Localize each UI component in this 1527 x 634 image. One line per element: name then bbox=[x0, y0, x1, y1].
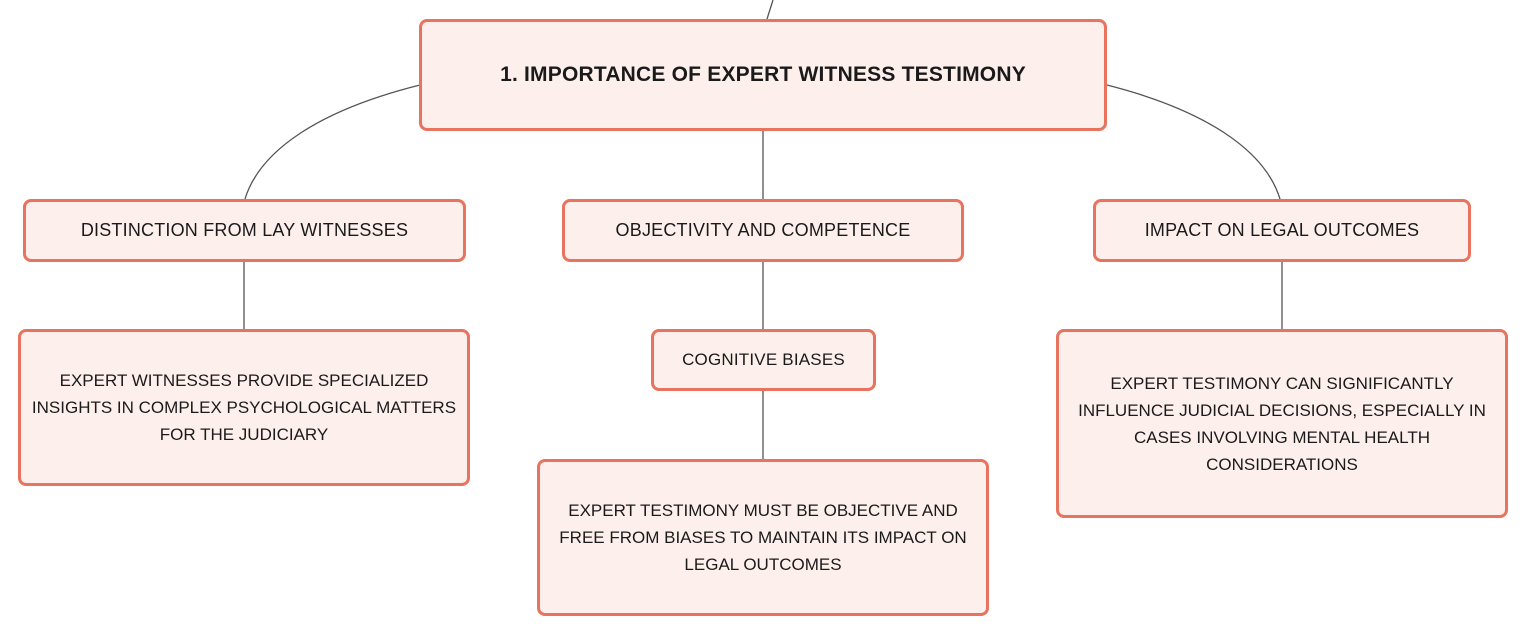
topic-label: IMPACT ON LEGAL OUTCOMES bbox=[1144, 220, 1420, 240]
detail-node-impact[interactable]: EXPERT TESTIMONY CAN SIGNIFICANTLY INFLU… bbox=[1056, 329, 1508, 518]
connector-parent-incoming bbox=[766, 0, 774, 20]
detail-text: EXPERT TESTIMONY CAN SIGNIFICANTLY INFLU… bbox=[1078, 373, 1486, 474]
topic-node-objectivity[interactable]: OBJECTIVITY AND COMPETENCE bbox=[562, 199, 964, 262]
topic-node-impact[interactable]: IMPACT ON LEGAL OUTCOMES bbox=[1093, 199, 1471, 262]
detail-node-cognitive-biases[interactable]: EXPERT TESTIMONY MUST BE OBJECTIVE AND F… bbox=[537, 459, 989, 616]
topic-label: OBJECTIVITY AND COMPETENCE bbox=[615, 220, 911, 240]
detail-text: EXPERT WITNESSES PROVIDE SPECIALIZED INS… bbox=[31, 371, 457, 444]
subtopic-label: COGNITIVE BIASES bbox=[682, 350, 845, 369]
subtopic-node-cognitive-biases[interactable]: COGNITIVE BIASES bbox=[651, 329, 876, 391]
connector-root-to-lay bbox=[244, 84, 421, 200]
topic-label: DISTINCTION FROM LAY WITNESSES bbox=[80, 220, 409, 240]
root-node-label: 1. IMPORTANCE OF EXPERT WITNESS TESTIMON… bbox=[500, 63, 1026, 86]
topic-node-lay-witnesses[interactable]: DISTINCTION FROM LAY WITNESSES bbox=[23, 199, 466, 262]
root-node[interactable]: 1. IMPORTANCE OF EXPERT WITNESS TESTIMON… bbox=[419, 19, 1107, 131]
detail-text: EXPERT TESTIMONY MUST BE OBJECTIVE AND F… bbox=[559, 501, 967, 574]
detail-node-lay-witnesses[interactable]: EXPERT WITNESSES PROVIDE SPECIALIZED INS… bbox=[18, 329, 470, 486]
connector-root-to-impact bbox=[1106, 84, 1281, 200]
